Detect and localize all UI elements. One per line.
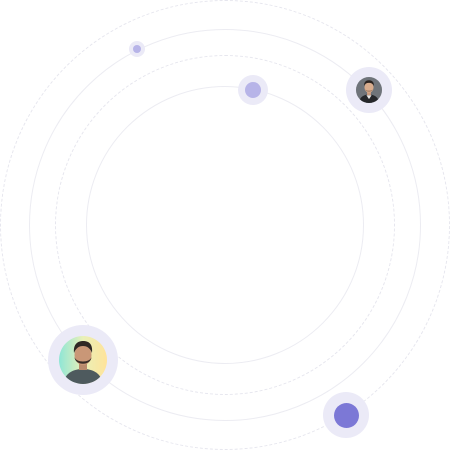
person-avatar-icon (59, 336, 107, 384)
person-avatar-icon (356, 77, 382, 103)
orbit-dot-medium-core (245, 82, 261, 98)
avatar-top-right (346, 67, 392, 113)
orbit-dot-small-core (133, 45, 141, 53)
orbit-dot-large (323, 392, 369, 438)
orbit-dot-medium (238, 75, 268, 105)
orbit-ring-2 (29, 29, 421, 421)
orbit-dot-large-core (333, 402, 359, 428)
avatar-bottom-left (48, 325, 118, 395)
orbit-dot-small (129, 41, 145, 57)
orbit-ring-3 (55, 55, 395, 395)
orbit-ring-inner (86, 86, 364, 364)
